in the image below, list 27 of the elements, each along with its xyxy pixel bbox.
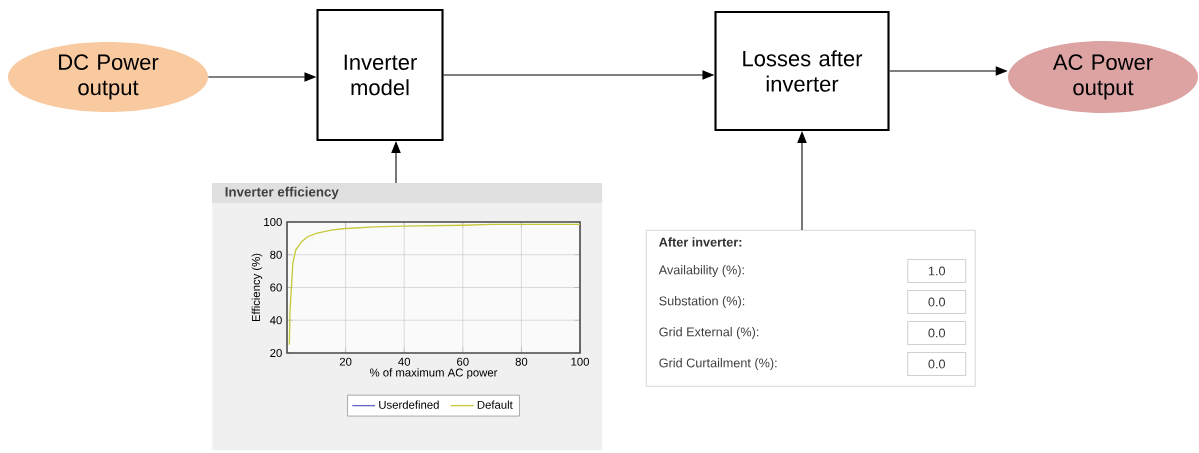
process-box: Inverter model — [316, 8, 444, 142]
x-tick-label: 60 — [457, 357, 469, 366]
input-field: 0.0 — [907, 290, 966, 314]
x-tick-label: 20 — [339, 357, 352, 366]
y-tick-label: 40 — [269, 316, 282, 325]
x-tick-label: 40 — [398, 357, 411, 366]
y-tick-label: 60 — [270, 283, 282, 292]
legend-label: Userdefined — [379, 400, 439, 409]
process-box: Losses after inverter — [714, 10, 890, 132]
ellipse-node: DC Power output — [8, 42, 208, 112]
field-label: Substation (%): — [659, 296, 745, 308]
field-label: Grid External (%): — [659, 327, 759, 339]
y-tick-label: 100 — [264, 217, 282, 226]
y-axis-title: Efficiency (%) — [251, 253, 263, 322]
field-label: Availability (%): — [658, 265, 744, 277]
ellipse-node: AC Power output — [1008, 41, 1198, 113]
field-label: Grid Curtailment (%): — [659, 358, 777, 370]
y-tick-label: 80 — [270, 250, 282, 259]
input-field: 1.0 — [907, 259, 966, 283]
y-tick-label: 20 — [270, 348, 282, 357]
line-series — [288, 223, 581, 346]
x-tick-label: 80 — [515, 357, 528, 366]
x-axis-title: % of maximum AC power — [369, 368, 498, 379]
legend-label: Default — [477, 400, 513, 409]
x-tick-label: 100 — [571, 357, 590, 366]
input-field: 0.0 — [907, 352, 966, 376]
input-field: 0.0 — [907, 321, 966, 345]
